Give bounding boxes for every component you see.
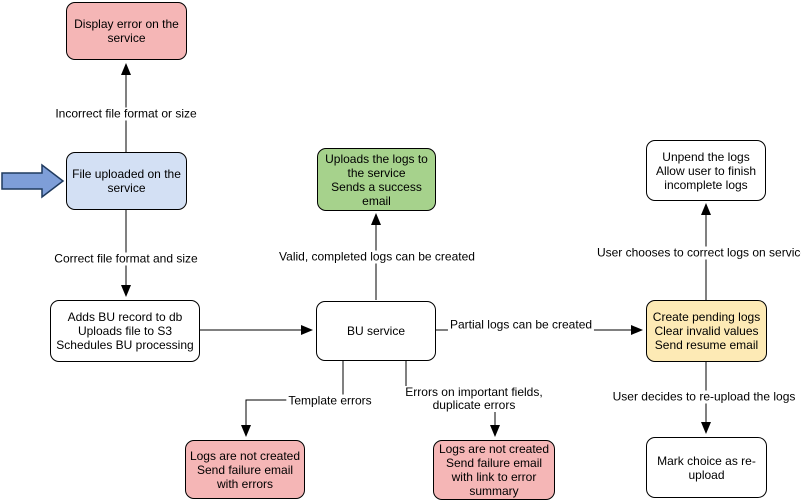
node-create-pending-logs: Create pending logs Clear invalid values… [646,300,767,362]
edge-label-correct-file-format: Correct file format and size [52,251,200,266]
node-text-line: Uploads the logs to [325,151,428,166]
node-text-line: incomplete logs [664,177,748,192]
node-text-line: upload [688,467,725,482]
node-text-line: service [107,181,146,195]
node-text-line: BU service [346,324,405,338]
node-display-error: Display error on the service [66,2,187,60]
node-text-line: Send failure email [196,462,294,477]
edge-label-errors-important-fields: Errors on important fields, duplicate er… [403,385,545,412]
node-text-line: with link to error [451,470,537,484]
node-mark-choice-reupload: Mark choice as re- upload [646,437,767,498]
node-text-line: Display error on the [74,17,179,31]
node-text-line: Logs are not created [189,448,301,463]
node-text-line: summary [469,484,519,498]
edge-label-partial-logs: Partial logs can be created [447,317,595,332]
node-text-line: Uploads file to S3 [77,324,173,338]
edge-label-user-decides-reupload: User decides to re-upload the logs [610,389,798,404]
node-text-line: Mark choice as re- [657,453,756,468]
node-text-line: Allow user to finish [655,163,757,178]
node-text-line: Clear invalid values [654,324,759,338]
node-file-uploaded: File uploaded on the service [66,152,187,210]
node-text-line: File uploaded on the [72,167,181,181]
node-logs-not-created-failure-errors: Logs are not created Send failure email … [185,440,305,499]
edge-label-incorrect-file-format: Incorrect file format or size [53,106,199,121]
node-text-line: Adds BU record to db [67,310,183,324]
node-text-line: Create pending logs [652,310,761,324]
edge-label-template-errors: Template errors [286,393,374,408]
node-text-line: service [107,31,146,45]
node-text-line: Send resume email [654,338,759,352]
node-bu-service: BU service [316,301,436,361]
node-uploads-logs-success: Uploads the logs to the service Sends a … [317,148,436,211]
node-text-line: email [362,193,391,208]
edge-label-valid-completed-logs: Valid, completed logs can be created [277,249,477,264]
node-text-line: Schedules BU processing [56,338,194,352]
edge-label-user-chooses-correct: User chooses to correct logs on service [594,246,801,260]
node-logs-not-created-failure-summary: Logs are not created Send failure email … [433,440,555,500]
entry-arrow-icon [1,163,65,199]
node-unpend-logs: Unpend the logs Allow user to finish inc… [646,140,766,201]
node-text-line: the service [347,165,406,180]
node-adds-bu-record: Adds BU record to db Uploads file to S3 … [50,300,200,362]
node-text-line: Sends a success [331,179,422,194]
node-text-line: Send failure email [445,456,543,470]
node-text-line: with errors [216,476,273,491]
node-text-line: Unpend the logs [662,149,750,164]
node-text-line: Logs are not created [438,442,550,456]
